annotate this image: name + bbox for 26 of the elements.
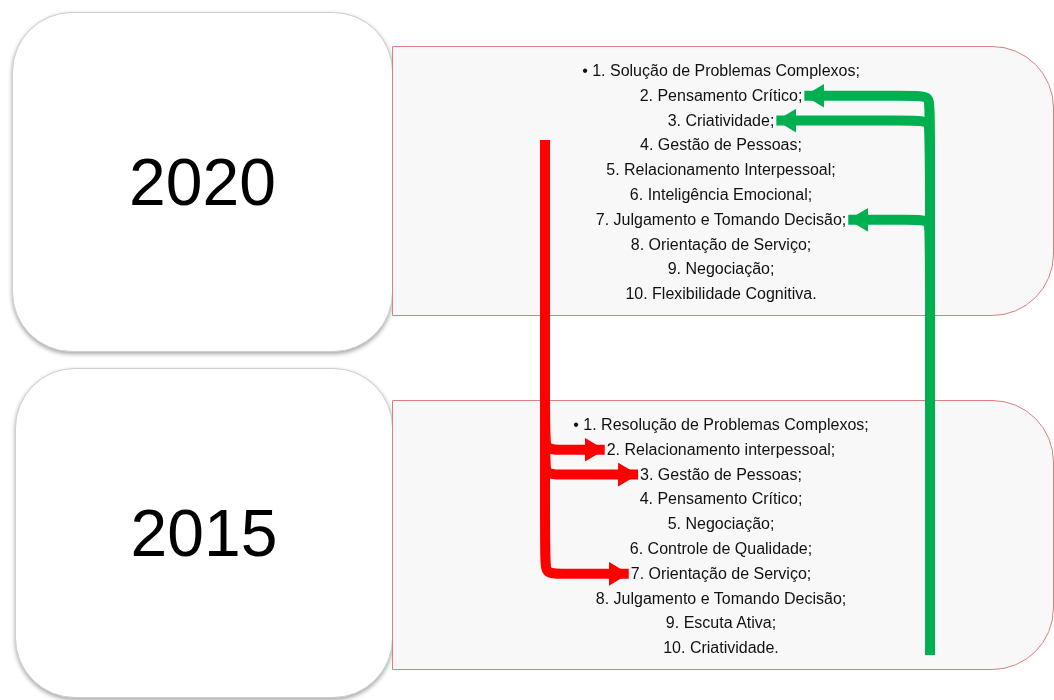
skill-item: 9. Escuta Ativa; bbox=[665, 612, 777, 635]
skill-item: 2. Pensamento Crítico; bbox=[639, 84, 803, 107]
list-panel bbox=[392, 46, 1054, 316]
skill-item: 10. Criatividade. bbox=[663, 637, 779, 660]
skill-item: 4. Pensamento Crítico; bbox=[639, 488, 803, 511]
skill-item: 2. Relacionamento interpessoal; bbox=[606, 438, 836, 461]
year-label: 2015 bbox=[130, 495, 278, 571]
skill-item: 5. Relacionamento Interpessoal; bbox=[606, 159, 836, 182]
skill-item: 4. Gestão de Pessoas; bbox=[640, 134, 802, 157]
skill-item: 10. Flexibilidade Cognitiva. bbox=[625, 283, 817, 306]
year-box bbox=[12, 12, 393, 352]
skill-item: 9. Negociação; bbox=[667, 258, 775, 281]
year-box bbox=[15, 368, 393, 698]
year-label: 2020 bbox=[129, 144, 276, 220]
skill-item: 5. Negociação; bbox=[667, 513, 775, 536]
skill-item: • 1. Solução de Problemas Complexos; bbox=[582, 60, 860, 82]
skill-item: 6. Inteligência Emocional; bbox=[629, 184, 813, 206]
list-panel bbox=[392, 400, 1054, 670]
skill-item: 7. Orientação de Serviço; bbox=[630, 562, 812, 585]
skill-item: 3. Gestão de Pessoas; bbox=[640, 463, 802, 486]
skill-item: 3. Criatividade; bbox=[667, 109, 775, 132]
skill-item: • 1. Resolução de Problemas Complexos; bbox=[573, 414, 869, 436]
skill-item: 8. Orientação de Serviço; bbox=[630, 233, 812, 256]
skill-item: 6. Controle de Qualidade; bbox=[629, 538, 813, 560]
skill-item: 8. Julgamento e Tomando Decisão; bbox=[595, 587, 847, 610]
skill-item: 7. Julgamento e Tomando Decisão; bbox=[595, 208, 847, 231]
